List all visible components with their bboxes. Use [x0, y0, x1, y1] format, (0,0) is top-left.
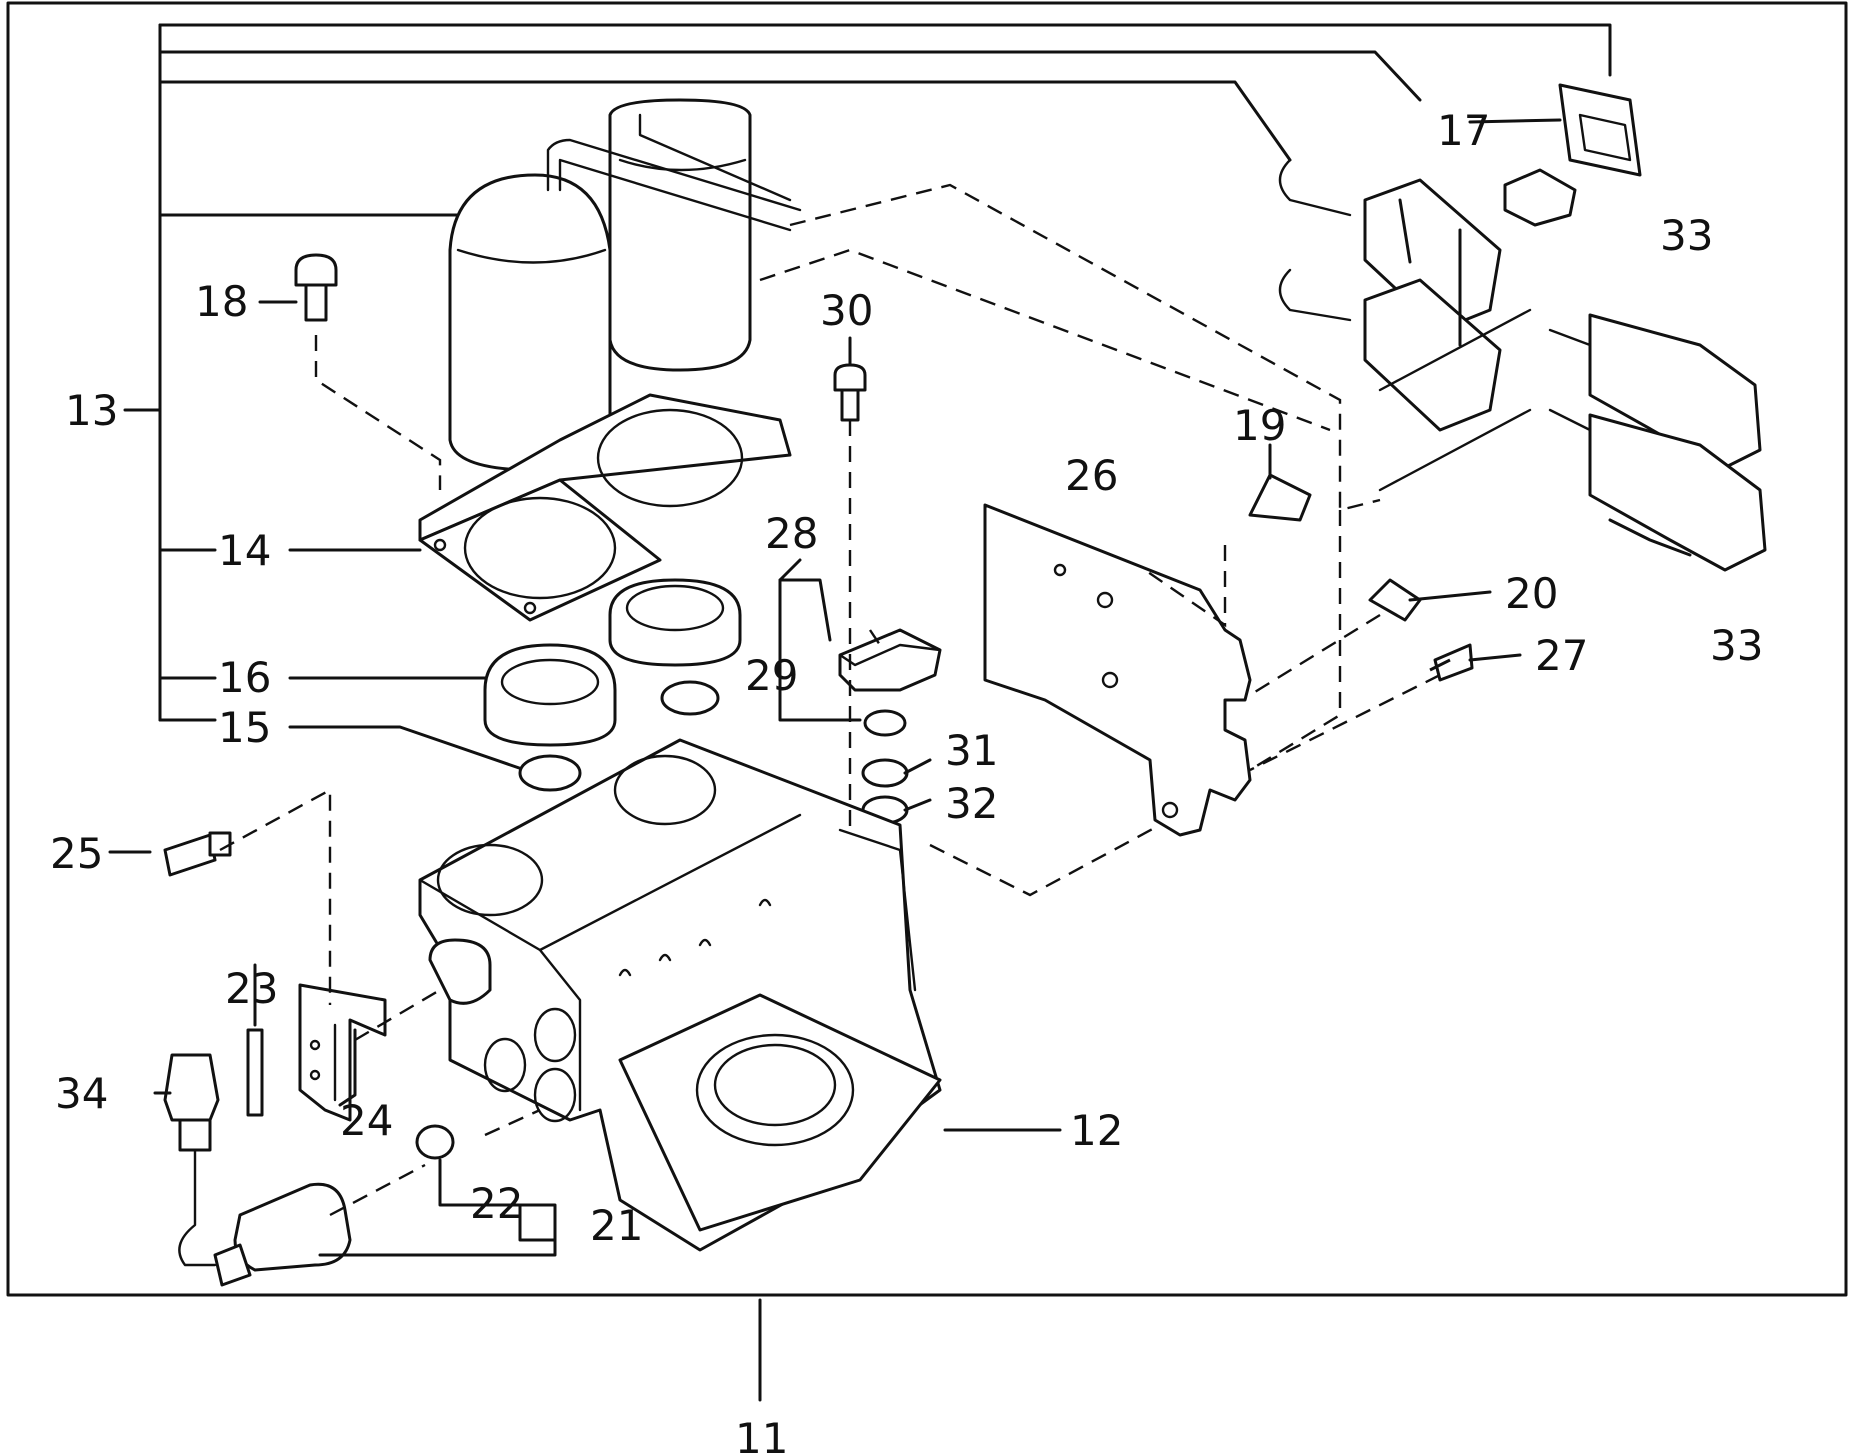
label-29: 29	[745, 651, 798, 700]
label-34: 34	[55, 1069, 108, 1118]
label-33-top: 33	[1660, 211, 1713, 260]
label-18: 18	[195, 277, 248, 326]
label-28: 28	[765, 509, 818, 558]
label-22: 22	[470, 1179, 523, 1228]
label-14: 14	[218, 526, 271, 575]
label-27: 27	[1535, 631, 1588, 680]
gasket-14	[418, 393, 792, 622]
label-25: 25	[50, 829, 103, 878]
label-31: 31	[945, 726, 998, 775]
bracket-26	[983, 503, 1252, 837]
label-32: 32	[945, 779, 998, 828]
label-12: 12	[1070, 1106, 1123, 1155]
bolts	[163, 253, 1474, 877]
label-21: 21	[590, 1201, 643, 1250]
part-labels: 11 12 13 14 15 16 17 18 19 20 21 22 23 2…	[50, 106, 1763, 1455]
label-24: 24	[340, 1096, 393, 1145]
sensor-28	[838, 628, 942, 692]
o-rings	[415, 680, 909, 1160]
seal-ring-16	[483, 578, 742, 747]
plate-24	[298, 983, 387, 1122]
solenoid-21	[213, 1182, 352, 1287]
label-13: 13	[65, 386, 118, 435]
label-15: 15	[218, 703, 271, 752]
solenoid-harness	[1278, 83, 1642, 492]
label-16: 16	[218, 653, 271, 702]
main-body-12	[418, 738, 942, 1252]
connectors-33	[1548, 313, 1767, 572]
label-33-bottom: 33	[1710, 621, 1763, 670]
label-19: 19	[1233, 401, 1286, 450]
label-30: 30	[820, 286, 873, 335]
label-26: 26	[1065, 451, 1118, 500]
diagram-frame	[6, 1, 1848, 1297]
connector-34	[163, 1053, 220, 1267]
clip-23	[246, 1028, 264, 1117]
bracket-13	[123, 23, 1612, 772]
clips	[1248, 473, 1422, 622]
leader-lines	[108, 118, 1692, 1402]
label-11: 11	[735, 1414, 788, 1455]
dashed-guides	[219, 183, 1441, 1217]
label-20: 20	[1505, 569, 1558, 618]
label-23: 23	[225, 964, 278, 1013]
tank-assembly	[448, 98, 802, 472]
label-17: 17	[1437, 106, 1490, 155]
